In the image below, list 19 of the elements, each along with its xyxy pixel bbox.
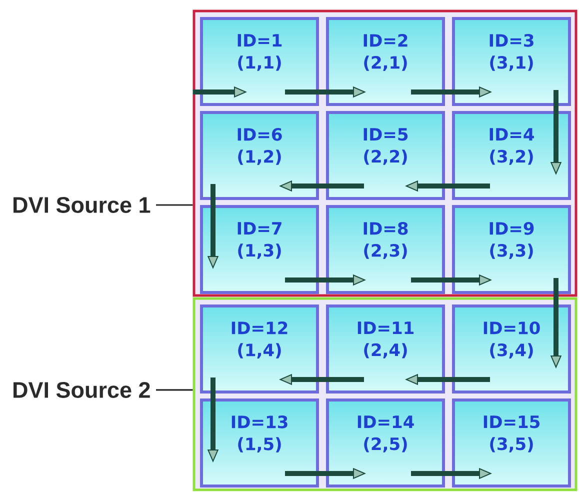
screen-tile: ID=12 (1,4): [200, 304, 319, 394]
screen-tile: ID=13 (1,5): [200, 398, 319, 488]
leader-line: [156, 204, 193, 206]
screen-tile: ID=10 (3,4): [452, 304, 571, 394]
group-label: DVI Source 2: [14, 382, 150, 398]
screen-tile: ID=9 (3,3): [452, 205, 571, 294]
screen-tile: ID=15 (3,5): [452, 398, 571, 488]
screen-tile: ID=11 (2,4): [326, 304, 445, 394]
screen-tile: ID=3 (3,1): [452, 17, 571, 106]
screen-tile: ID=1 (1,1): [200, 17, 319, 106]
group-label: DVI Source 1: [14, 197, 150, 213]
screen-tile: ID=2 (2,1): [326, 17, 445, 106]
screen-tile: ID=6 (1,2): [200, 111, 319, 200]
leader-line: [156, 389, 193, 391]
screen-tile: ID=8 (2,3): [326, 205, 445, 294]
screen-tile: ID=7 (1,3): [200, 205, 319, 294]
screen-tile: ID=5 (2,2): [326, 111, 445, 200]
screen-tile: ID=4 (3,2): [452, 111, 571, 200]
screen-tile: ID=14 (2,5): [326, 398, 445, 488]
